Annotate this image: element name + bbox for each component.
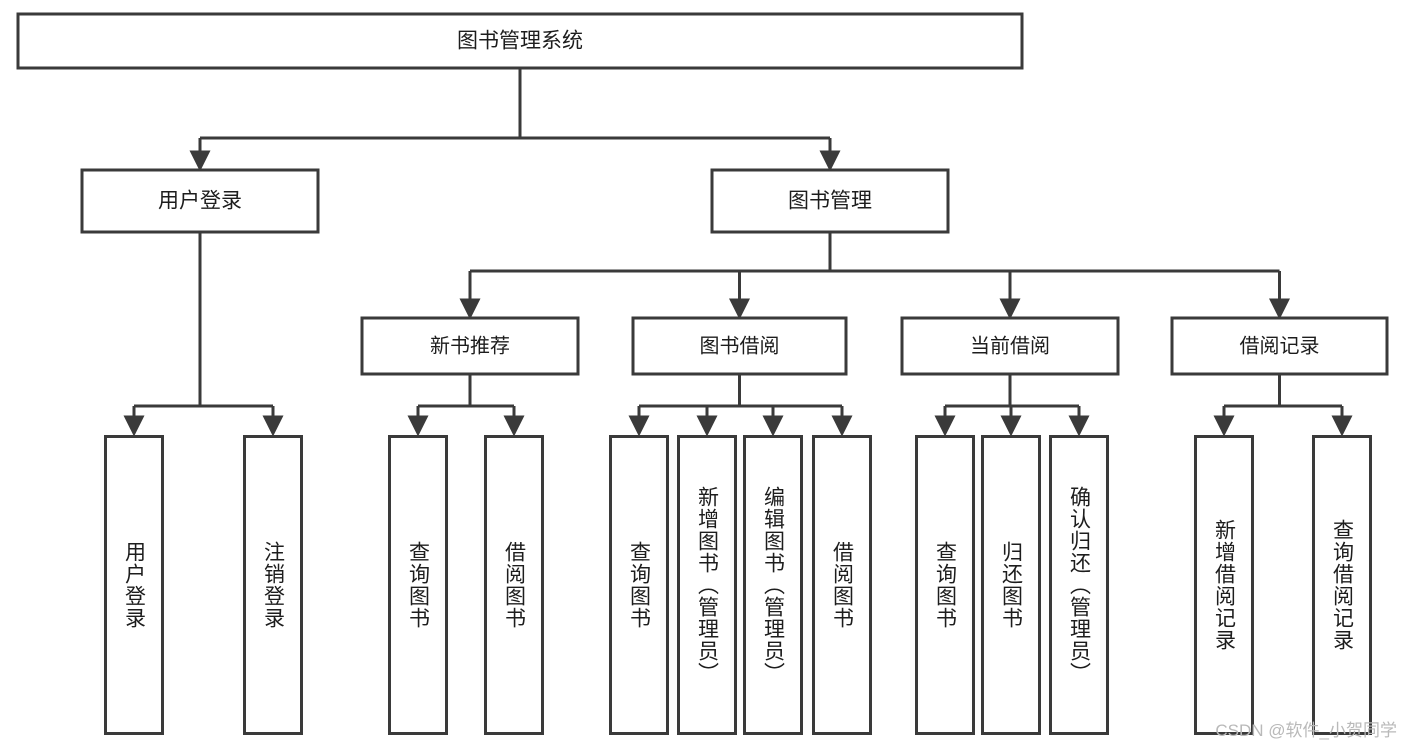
node-label-new-book-rec: 新书推荐 — [430, 334, 510, 357]
leaf-label-leaf-query-book-1: 查询图书 — [406, 541, 430, 629]
node-root[interactable]: 图书管理系统 — [16, 12, 1024, 70]
leaf-node-leaf-confirm-return[interactable]: 确认归还（管理员） — [1049, 435, 1109, 735]
node-label-book-borrow: 图书借阅 — [700, 334, 780, 357]
node-box-new-book-rec — [360, 316, 580, 376]
node-new-book-rec[interactable]: 新书推荐 — [360, 316, 580, 376]
leaf-label-leaf-return-book: 归还图书 — [999, 541, 1023, 629]
leaf-node-leaf-borrow-book-2[interactable]: 借阅图书 — [812, 435, 872, 735]
leaf-label-leaf-query-record: 查询借阅记录 — [1330, 519, 1354, 651]
node-label-current-borrow: 当前借阅 — [970, 334, 1050, 357]
edges-layer — [123, 68, 1353, 437]
leaf-label-leaf-logout: 注销登录 — [261, 541, 285, 629]
leaf-label-leaf-add-book: 新增图书（管理员） — [695, 486, 719, 684]
node-box-borrow-record — [1170, 316, 1389, 376]
leaf-label-leaf-query-book-3: 查询图书 — [933, 541, 957, 629]
node-borrow-record[interactable]: 借阅记录 — [1170, 316, 1389, 376]
leaf-node-leaf-query-book-2[interactable]: 查询图书 — [609, 435, 669, 735]
leaf-node-leaf-query-book-1[interactable]: 查询图书 — [388, 435, 448, 735]
leaf-node-leaf-edit-book[interactable]: 编辑图书（管理员） — [743, 435, 803, 735]
leaf-node-leaf-user-login[interactable]: 用户登录 — [104, 435, 164, 735]
node-box-root — [16, 12, 1024, 70]
leaf-label-leaf-borrow-book-1: 借阅图书 — [502, 541, 526, 629]
node-user-login[interactable]: 用户登录 — [80, 168, 320, 234]
leaf-node-leaf-query-book-3[interactable]: 查询图书 — [915, 435, 975, 735]
node-label-borrow-record: 借阅记录 — [1240, 334, 1320, 357]
node-box-current-borrow — [900, 316, 1120, 376]
node-label-book-manage: 图书管理 — [788, 190, 872, 213]
leaf-label-leaf-confirm-return: 确认归还（管理员） — [1067, 486, 1091, 684]
leaf-node-leaf-logout[interactable]: 注销登录 — [243, 435, 303, 735]
csdn-watermark: CSDN @软件_小贺同学 — [1215, 721, 1397, 740]
node-box-user-login — [80, 168, 320, 234]
leaf-node-leaf-query-record[interactable]: 查询借阅记录 — [1312, 435, 1372, 735]
leaf-label-leaf-edit-book: 编辑图书（管理员） — [761, 486, 785, 684]
node-current-borrow[interactable]: 当前借阅 — [900, 316, 1120, 376]
leaf-label-leaf-query-book-2: 查询图书 — [627, 541, 651, 629]
leaf-label-leaf-borrow-book-2: 借阅图书 — [830, 541, 854, 629]
leaf-node-leaf-add-book[interactable]: 新增图书（管理员） — [677, 435, 737, 735]
leaf-label-leaf-add-record: 新增借阅记录 — [1212, 519, 1236, 651]
leaf-node-leaf-add-record[interactable]: 新增借阅记录 — [1194, 435, 1254, 735]
node-box-book-borrow — [631, 316, 848, 376]
node-label-root: 图书管理系统 — [457, 30, 583, 53]
node-book-manage[interactable]: 图书管理 — [710, 168, 950, 234]
node-label-user-login: 用户登录 — [158, 190, 242, 213]
leaf-label-leaf-user-login: 用户登录 — [122, 541, 146, 629]
node-box-book-manage — [710, 168, 950, 234]
leaf-node-leaf-return-book[interactable]: 归还图书 — [981, 435, 1041, 735]
node-book-borrow[interactable]: 图书借阅 — [631, 316, 848, 376]
leaf-node-leaf-borrow-book-1[interactable]: 借阅图书 — [484, 435, 544, 735]
